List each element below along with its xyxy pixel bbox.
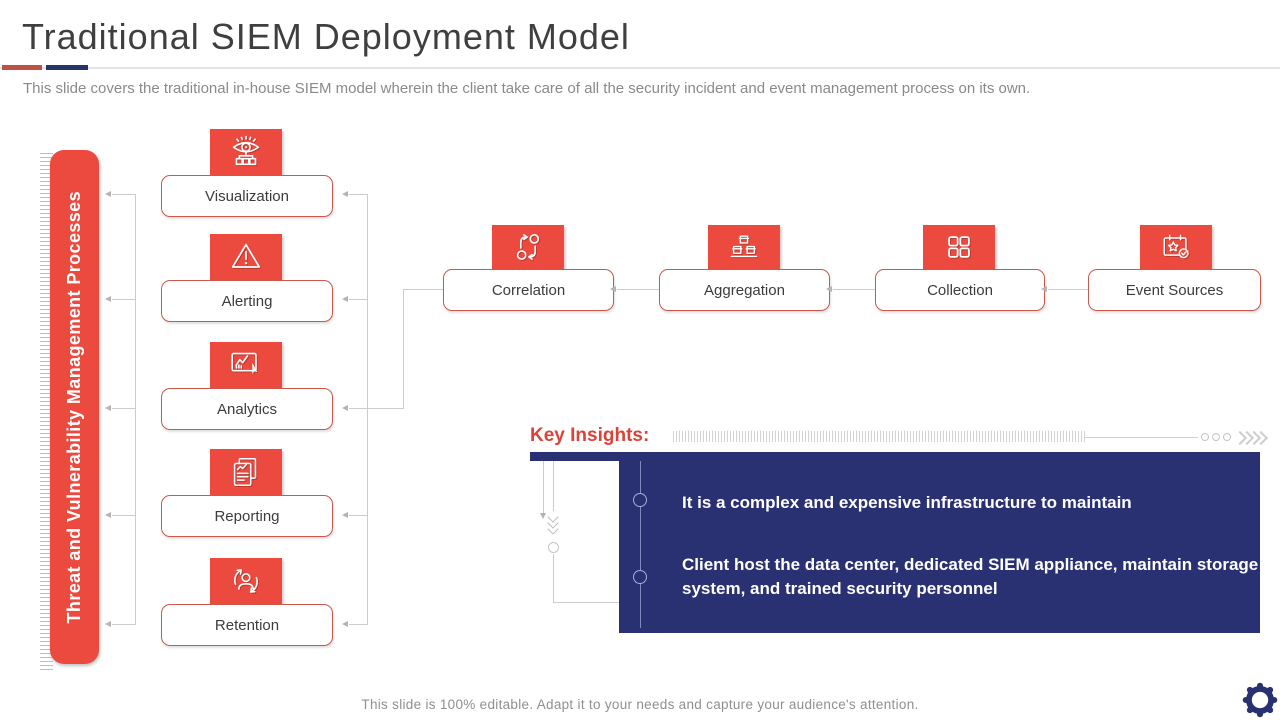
insight-bullet-1: It is a complex and expensive infrastruc… [682,493,1132,512]
rail-label: Threat and Vulnerability Management Proc… [64,190,84,624]
connector-node [548,542,559,553]
connector-line [1048,289,1088,290]
connector-line [349,515,368,516]
arrow-left-icon [105,404,111,411]
arrow-left-icon [342,295,348,302]
process-box-analytics: Analytics [161,388,333,430]
connector-line [112,624,136,625]
report-pages-icon [210,449,282,495]
connector-line [349,194,368,195]
left-spine-line [135,194,136,624]
connector-line [553,461,554,511]
correlation-feed-line [403,289,443,290]
arrow-left-icon [1041,285,1047,292]
pipeline-box-correlation: Correlation [443,269,614,311]
process-box-reporting: Reporting [161,495,333,537]
pipeline-box-label: Event Sources [1125,281,1224,299]
pipeline-box-aggregation: Aggregation [659,269,830,311]
eye-network-icon [210,129,282,175]
hatched-strip [40,153,53,670]
connector-line [112,299,136,300]
connector-line [112,194,136,195]
process-box-alerting: Alerting [161,280,333,322]
connector-line [349,408,404,409]
process-box-label: Alerting [221,292,273,310]
bullet-marker [633,493,647,507]
pipeline-box-label: Aggregation [704,281,785,299]
process-box-label: Reporting [214,507,280,525]
process-box-retention: Retention [161,604,333,646]
arrow-left-icon [826,285,832,292]
process-box-label: Analytics [216,400,278,418]
arrow-left-icon [105,620,111,627]
trail-dot [1212,433,1220,441]
insights-tick-decoration [673,431,1085,442]
connector-line [112,408,136,409]
threat-management-rail: Threat and Vulnerability Management Proc… [50,150,99,664]
pipeline-box-event-sources: Event Sources [1088,269,1261,311]
process-box-label: Visualization [205,187,289,205]
pipeline-box-collection: Collection [875,269,1045,311]
insights-panel [619,452,1260,633]
insights-bullet-rail [640,461,641,628]
warning-triangle-icon [210,234,282,280]
arrow-left-icon [105,190,111,197]
connector-line [553,602,619,603]
connector-line [833,289,875,290]
sync-cycle-icon [492,225,564,269]
event-calendar-icon [1140,225,1212,269]
page-title: Traditional SIEM Deployment Model [22,16,630,57]
arrow-left-icon [342,404,348,411]
arrow-left-icon [342,190,348,197]
connector-line [617,289,659,290]
title-divider-line [0,67,1280,69]
process-box-label: Retention [214,616,280,634]
arrow-down-icon [539,513,546,519]
insight-bullet-2: Client host the data center, dedicated S… [682,555,1259,598]
trail-dot [1223,433,1231,441]
chart-pointer-icon [210,342,282,388]
connector-line [349,624,368,625]
connector-line [543,461,544,513]
connector-line [112,515,136,516]
trail-dot [1201,433,1209,441]
stacked-boxes-icon [708,225,780,269]
correlation-feed-line [403,289,404,408]
arrow-left-icon [105,295,111,302]
grid-tiles-icon [923,225,995,269]
pipeline-box-label: Collection [927,281,993,299]
gear-icon [1241,681,1279,720]
title-divider-red-segment [2,65,42,70]
bullet-marker [633,570,647,584]
slide-subtitle: This slide covers the traditional in-hou… [23,80,1031,97]
process-box-visualization: Visualization [161,175,333,217]
key-insights-heading: Key Insights: [530,425,650,446]
arrow-left-icon [342,620,348,627]
insights-trail-line [1085,437,1198,438]
arrow-left-icon [105,511,111,518]
arrow-left-icon [342,511,348,518]
user-cycle-icon [210,558,282,604]
right-spine-line [367,194,368,624]
footer-note: This slide is 100% editable. Adapt it to… [361,697,919,712]
arrow-left-icon [610,285,616,292]
connector-line [349,299,368,300]
connector-line [553,554,554,602]
title-divider-navy-segment [46,65,88,70]
pipeline-box-label: Correlation [491,281,566,299]
